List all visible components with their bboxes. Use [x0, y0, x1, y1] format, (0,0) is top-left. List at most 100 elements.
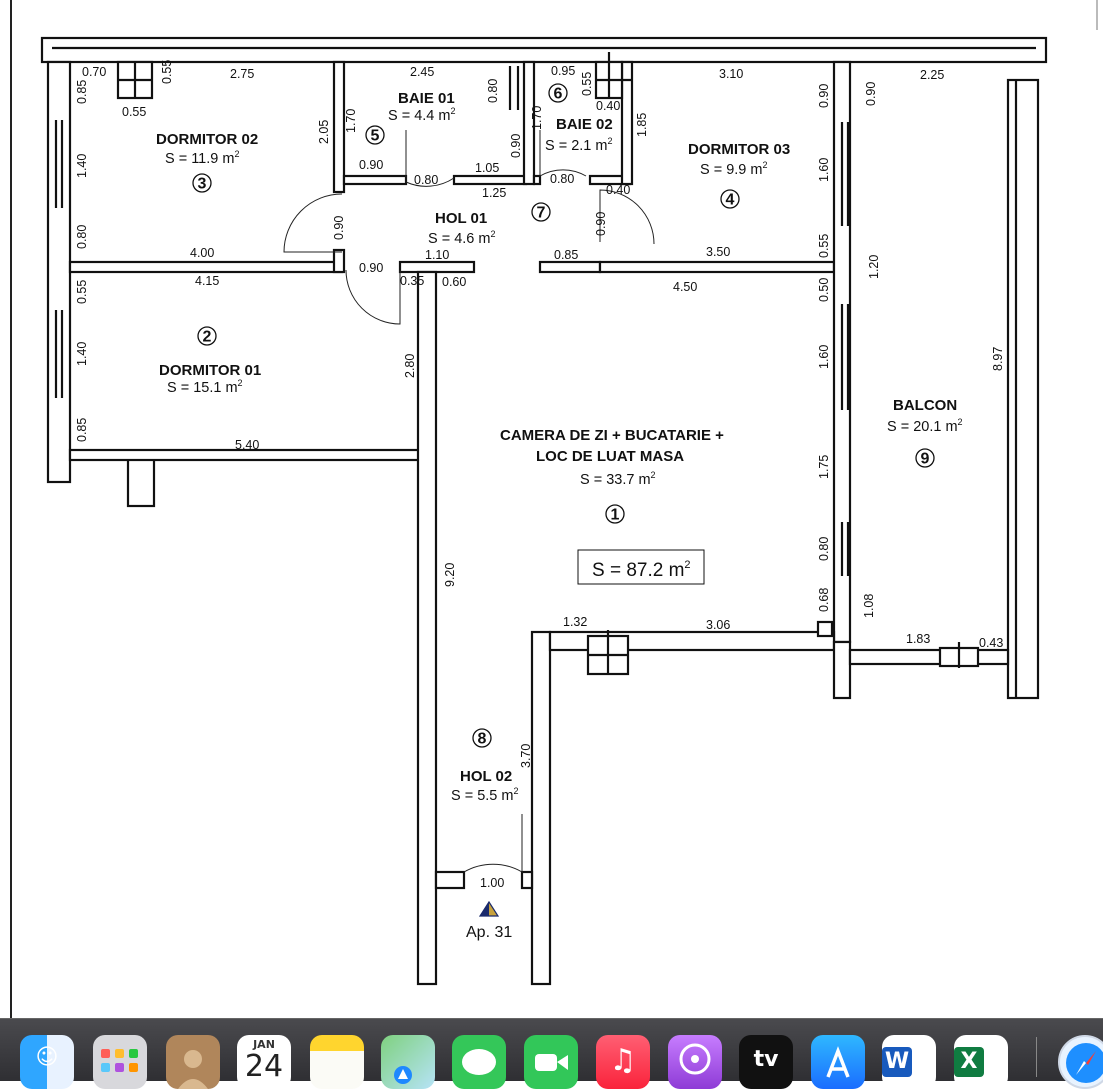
- room-area-baie02: S = 2.1 m2: [545, 136, 612, 154]
- dimension-275: 2.75: [230, 67, 254, 81]
- dimension-090e: 0.90: [332, 216, 346, 240]
- dimension-055c: 0.55: [580, 72, 594, 96]
- dimension-132: 1.32: [563, 615, 587, 629]
- dimension-050: 0.50: [817, 278, 831, 302]
- dimension-085a: 0.85: [75, 80, 89, 104]
- app-store-icon[interactable]: [811, 1035, 865, 1089]
- dimension-080e: 0.80: [817, 537, 831, 561]
- dimension-400: 4.00: [190, 246, 214, 260]
- dimension-090c: 0.90: [509, 134, 523, 158]
- room-number-8: 8: [478, 731, 487, 748]
- apartment-label: Ap. 31: [466, 924, 512, 941]
- room-area-dormitor01: S = 15.1 m2: [167, 378, 243, 396]
- room-number-3: 3: [198, 176, 207, 193]
- dimension-080a: 0.80: [486, 79, 500, 103]
- room-name-camera-line2: LOC DE LUAT MASA: [536, 448, 684, 465]
- dimension-035: 0.35: [400, 274, 424, 288]
- dimension-183: 1.83: [906, 632, 930, 646]
- room-area-balcon: S = 20.1 m2: [887, 417, 963, 435]
- finder-icon[interactable]: ☺: [20, 1035, 74, 1089]
- room-name-hol01: HOL 01: [435, 210, 487, 227]
- dimension-068: 0.68: [817, 588, 831, 612]
- dimension-100: 1.00: [480, 876, 504, 890]
- dimension-205: 2.05: [317, 120, 331, 144]
- dimension-920: 9.20: [443, 563, 457, 587]
- dimension-160a: 1.60: [817, 158, 831, 182]
- dimension-040a: 0.40: [596, 99, 620, 113]
- room-area-dormitor03: S = 9.9 m2: [700, 160, 767, 178]
- excel-icon[interactable]: X: [954, 1035, 1008, 1089]
- room-number-5: 5: [371, 128, 380, 145]
- dimension-225: 2.25: [920, 68, 944, 82]
- dimension-370: 3.70: [519, 744, 533, 768]
- dimension-306: 3.06: [706, 618, 730, 632]
- room-name-dormitor02: DORMITOR 02: [156, 131, 258, 148]
- calendar-icon[interactable]: JAN 24: [237, 1035, 291, 1089]
- room-number-5-circle: [365, 125, 385, 145]
- dimension-090g: 0.90: [359, 261, 383, 275]
- room-area-camera: S = 33.7 m2: [580, 470, 656, 488]
- dimension-110: 1.10: [425, 248, 449, 262]
- facetime-icon[interactable]: [524, 1035, 578, 1089]
- dimension-090a: 0.90: [817, 84, 831, 108]
- apple-tv-icon[interactable]: tv: [739, 1035, 793, 1089]
- room-area-hol01: S = 4.6 m2: [428, 229, 495, 247]
- dimension-090f: 0.90: [594, 212, 608, 236]
- doors: [283, 130, 655, 873]
- room-number-9: 9: [921, 451, 930, 468]
- dock: ☺ JAN 24 ♫ tv W X: [0, 1018, 1103, 1089]
- safari-icon[interactable]: [1058, 1035, 1103, 1089]
- apartment-marker: Ap. 31: [466, 900, 512, 941]
- dimension-040b: 0.40: [606, 183, 630, 197]
- dimension-055a: 0.55: [160, 60, 174, 84]
- dimension-070: 0.70: [82, 65, 106, 79]
- podcasts-icon[interactable]: [668, 1035, 722, 1089]
- dimension-090b: 0.90: [864, 82, 878, 106]
- dimension-280: 2.80: [403, 354, 417, 378]
- dimension-108: 1.08: [862, 594, 876, 618]
- dimension-090d: 0.90: [359, 158, 383, 172]
- dimension-170a: 1.70: [344, 109, 358, 133]
- word-icon[interactable]: W: [882, 1035, 936, 1089]
- room-number-4: 4: [726, 192, 735, 209]
- dimension-245: 2.45: [410, 65, 434, 79]
- dimension-055d: 0.55: [817, 234, 831, 258]
- messages-icon[interactable]: [452, 1035, 506, 1089]
- dimension-055b: 0.55: [122, 105, 146, 119]
- room-number-1-circle: [605, 504, 625, 524]
- dimension-043: 0.43: [979, 636, 1003, 650]
- notes-icon[interactable]: [310, 1035, 364, 1089]
- dimension-170b: 1.70: [530, 106, 544, 130]
- dimension-160b: 1.60: [817, 345, 831, 369]
- dimension-080d: 0.80: [75, 225, 89, 249]
- music-icon[interactable]: ♫: [596, 1035, 650, 1089]
- floor-plan: S = 87.2 m2 Ap. 31 DORMITOR 02S = 11.9 m…: [40, 36, 1048, 986]
- contacts-icon[interactable]: [166, 1035, 220, 1089]
- dimension-450: 4.50: [673, 280, 697, 294]
- dimension-060: 0.60: [442, 275, 466, 289]
- dimension-415: 4.15: [195, 274, 219, 288]
- dock-separator: [1036, 1037, 1037, 1077]
- total-area-box: S = 87.2 m2: [577, 549, 705, 585]
- room-name-camera-line1: CAMERA DE ZI + BUCATARIE +: [500, 427, 724, 444]
- room-name-baie01: BAIE 01: [398, 90, 455, 107]
- room-area-hol02: S = 5.5 m2: [451, 786, 518, 804]
- room-number-2-circle: [197, 326, 217, 346]
- dimension-125: 1.25: [482, 186, 506, 200]
- room-number-4-circle: [720, 189, 740, 209]
- maps-icon[interactable]: [381, 1035, 435, 1089]
- dimension-055e: 0.55: [75, 280, 89, 304]
- dimension-105: 1.05: [475, 161, 499, 175]
- room-name-hol02: HOL 02: [460, 768, 512, 785]
- dimension-350: 3.50: [706, 245, 730, 259]
- room-number-7-circle: [531, 202, 551, 222]
- room-name-balcon: BALCON: [893, 397, 957, 414]
- window-right-edge: [1096, 0, 1098, 30]
- room-area-dormitor02: S = 11.9 m2: [165, 149, 239, 167]
- room-number-9-circle: [915, 448, 935, 468]
- launchpad-icon[interactable]: [93, 1035, 147, 1089]
- dimension-185: 1.85: [635, 113, 649, 137]
- room-number-6: 6: [554, 86, 563, 103]
- dimension-540: 5.40: [235, 438, 259, 452]
